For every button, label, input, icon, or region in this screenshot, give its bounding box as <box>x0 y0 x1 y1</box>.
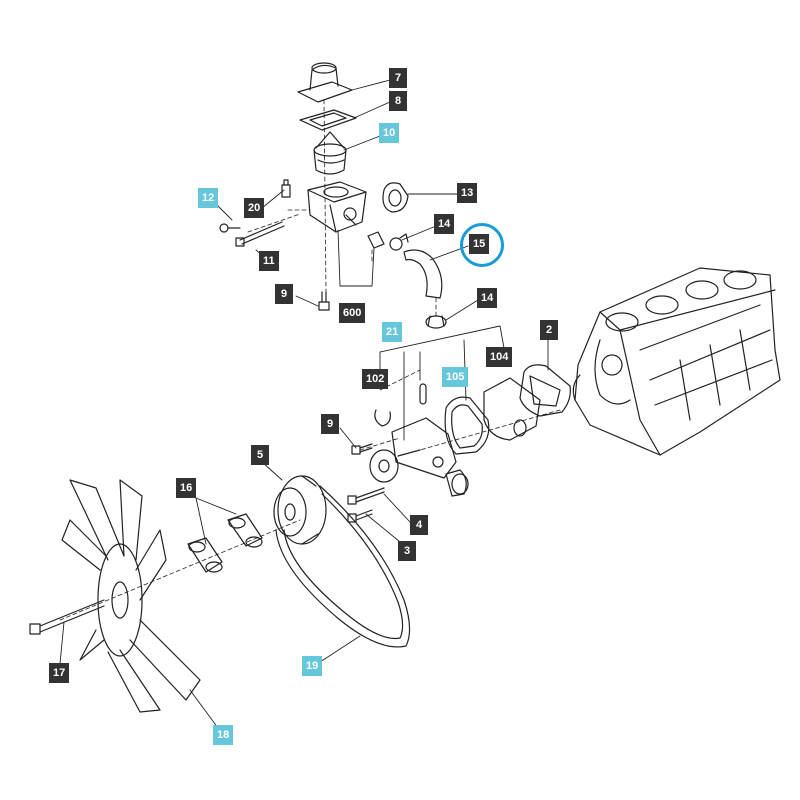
bolt-3 <box>347 509 373 523</box>
stud <box>367 231 385 249</box>
spacer-16a <box>227 513 263 548</box>
callout-21[interactable]: 21 <box>382 322 403 342</box>
callout-15[interactable]: 15 <box>469 234 490 254</box>
callout-19[interactable]: 19 <box>302 656 323 676</box>
callout-14-top[interactable]: 14 <box>434 214 455 234</box>
callout-12[interactable]: 12 <box>198 188 219 208</box>
callout-102[interactable]: 102 <box>362 369 389 389</box>
hose-15 <box>403 249 443 299</box>
spacer-16b <box>187 537 223 573</box>
callout-104[interactable]: 104 <box>486 347 513 367</box>
bolt-17 <box>29 599 105 635</box>
thermostat <box>313 131 347 175</box>
callout-9-pump[interactable]: 9 <box>321 414 339 434</box>
clamp-14-bottom <box>425 315 447 329</box>
water-pump <box>369 417 469 497</box>
gasket-105 <box>444 396 490 455</box>
bolt-9-top <box>318 291 330 311</box>
callout-9-top[interactable]: 9 <box>275 284 293 304</box>
callout-13[interactable]: 13 <box>457 183 478 203</box>
callout-3[interactable]: 3 <box>398 541 416 561</box>
callout-14-bottom[interactable]: 14 <box>477 288 498 308</box>
selected-part-highlight-ring <box>460 223 504 267</box>
plate-104 <box>483 377 541 441</box>
bolt-9-pump <box>351 443 373 455</box>
v-belt-19 <box>275 485 411 648</box>
bolt-4 <box>347 487 385 505</box>
callout-5[interactable]: 5 <box>251 445 269 465</box>
callout-16[interactable]: 16 <box>176 478 197 498</box>
snap-ring <box>374 409 391 427</box>
callout-105[interactable]: 105 <box>442 367 469 387</box>
callout-4[interactable]: 4 <box>410 515 428 535</box>
engine-block <box>572 267 781 456</box>
fan-18 <box>61 479 201 713</box>
callout-11[interactable]: 11 <box>259 251 279 271</box>
thermostat-housing <box>307 181 367 233</box>
bolt-12 <box>219 223 241 233</box>
callout-20[interactable]: 20 <box>244 198 265 218</box>
callout-10[interactable]: 10 <box>379 123 400 143</box>
clamp-14-top <box>389 233 409 251</box>
callout-17[interactable]: 17 <box>49 663 70 683</box>
gasket-top <box>299 109 357 131</box>
outlet-elbow <box>297 62 353 103</box>
callout-7[interactable]: 7 <box>389 68 407 88</box>
callout-2[interactable]: 2 <box>540 320 558 340</box>
gasket-13 <box>382 182 409 213</box>
pin <box>419 383 427 405</box>
callout-600[interactable]: 600 <box>339 303 366 323</box>
callout-8[interactable]: 8 <box>389 91 407 111</box>
sensor-20 <box>281 179 291 198</box>
callout-18[interactable]: 18 <box>213 725 234 745</box>
bolt-11 <box>235 221 285 247</box>
pulley-5 <box>273 475 327 545</box>
